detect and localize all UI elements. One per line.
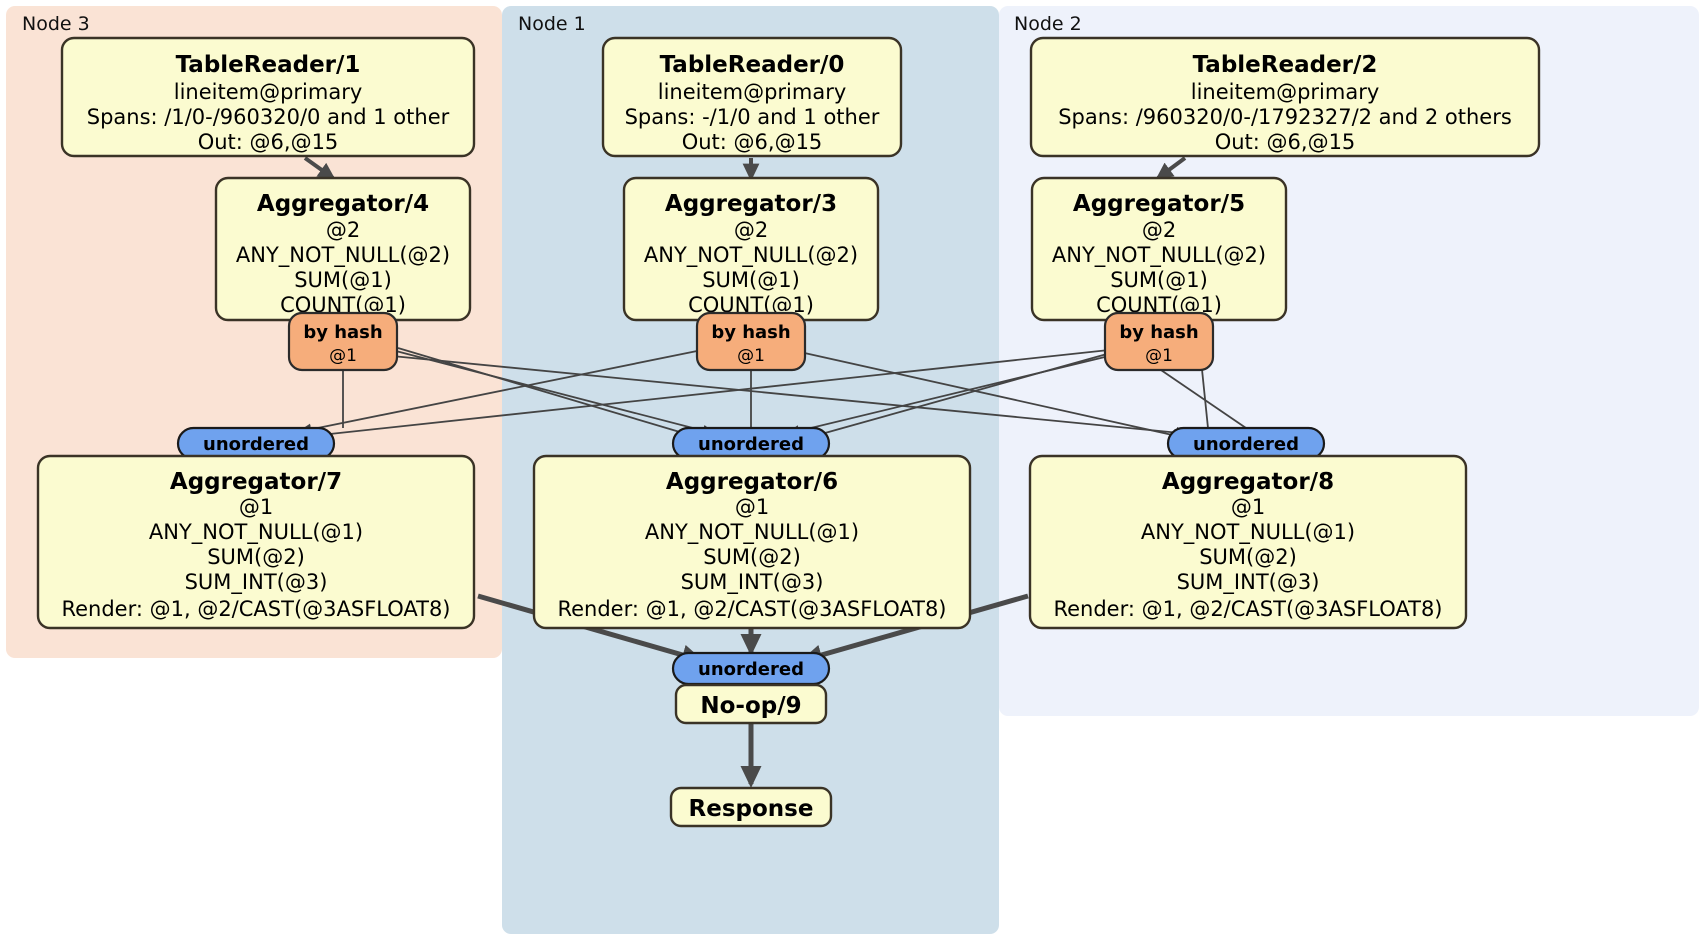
- node-aggregator6-line-3: SUM_INT(@3): [681, 570, 824, 595]
- node-aggregator6-title: Aggregator/6: [666, 469, 838, 495]
- badge-hash4-rect[interactable]: [287, 311, 399, 372]
- node-tablereader1-line-2: Out: @6,@15: [198, 130, 339, 154]
- panel-node3-label: Node 3: [22, 13, 90, 35]
- node-aggregator5[interactable]: Aggregator/5 @2 ANY_NOT_NULL(@2) SUM(@1)…: [1030, 176, 1288, 322]
- badge-unordered-6-label: unordered: [698, 434, 804, 455]
- badge-hash3-rect[interactable]: [695, 311, 807, 372]
- node-tablereader0-title: TableReader/0: [660, 52, 845, 78]
- node-aggregator6-line-1: ANY_NOT_NULL(@1): [645, 520, 859, 545]
- badge-hash3-label: by hash: [711, 322, 790, 343]
- node-tablereader1-line-0: lineitem@primary: [174, 80, 363, 104]
- node-aggregator8-rect[interactable]: [1028, 454, 1468, 630]
- node-aggregator4[interactable]: Aggregator/4 @2 ANY_NOT_NULL(@2) SUM(@1)…: [214, 176, 472, 322]
- node-aggregator5-line-2: SUM(@1): [1110, 268, 1208, 292]
- node-tablereader1-title: TableReader/1: [176, 52, 361, 78]
- node-aggregator6-line-2: SUM(@2): [703, 545, 801, 569]
- badge-unordered-7[interactable]: unordered: [176, 426, 336, 461]
- node-aggregator5-line-1: ANY_NOT_NULL(@2): [1052, 243, 1266, 268]
- node-aggregator6-line-4: Render: @1, @2/CAST(@3ASFLOAT8): [557, 597, 946, 621]
- node-aggregator5-line-0: @2: [1142, 218, 1176, 242]
- badge-hash4-sub: @1: [329, 346, 357, 366]
- edge-tablereader2-aggregator5: [1155, 156, 1187, 180]
- badge-hash5-rect[interactable]: [1103, 311, 1215, 372]
- node-tablereader2-line-0: lineitem@primary: [1191, 80, 1380, 104]
- badge-hash4-label: by hash: [303, 322, 382, 343]
- node-aggregator6-rect[interactable]: [532, 454, 972, 630]
- node-aggregator7-rect[interactable]: [36, 454, 476, 630]
- node-aggregator8-title: Aggregator/8: [1162, 469, 1334, 495]
- node-tablereader2-title: TableReader/2: [1193, 52, 1378, 78]
- badge-hash3[interactable]: by hash @1: [695, 311, 807, 372]
- edge-group-hash-to-unordered: [297, 347, 1247, 442]
- node-aggregator7-line-2: SUM(@2): [207, 545, 305, 569]
- badge-unordered-6[interactable]: unordered: [671, 426, 831, 461]
- node-tablereader0-line-1: Spans: -/1/0 and 1 other: [625, 105, 880, 129]
- node-tablereader1-line-1: Spans: /1/0-/960320/0 and 1 other: [87, 105, 450, 129]
- node-aggregator3-title: Aggregator/3: [665, 191, 837, 217]
- node-response-title: Response: [689, 796, 814, 822]
- badge-hash3-sub: @1: [737, 346, 765, 366]
- edge-mesh-c: [799, 351, 1115, 441]
- node-aggregator4-line-1: ANY_NOT_NULL(@2): [236, 243, 450, 268]
- badge-unordered-7-label: unordered: [203, 434, 309, 455]
- node-aggregator7-line-4: Render: @1, @2/CAST(@3ASFLOAT8): [61, 597, 450, 621]
- node-aggregator8-line-0: @1: [1231, 495, 1265, 519]
- node-aggregator7-title: Aggregator/7: [170, 469, 342, 495]
- node-noop9-rect[interactable]: [674, 683, 828, 725]
- edge-hash5-unord7: [301, 349, 1110, 442]
- node-noop9[interactable]: No-op/9: [674, 683, 828, 725]
- node-aggregator6-line-0: @1: [735, 495, 769, 519]
- badge-hash5-sub: @1: [1145, 346, 1173, 366]
- node-aggregator3-line-0: @2: [734, 218, 768, 242]
- node-response-rect[interactable]: [669, 786, 833, 828]
- node-aggregator4-title: Aggregator/4: [257, 191, 429, 217]
- panel-node1-label: Node 1: [518, 13, 586, 35]
- node-tablereader1[interactable]: TableReader/1 lineitem@primary Spans: /1…: [60, 36, 476, 158]
- node-aggregator7[interactable]: Aggregator/7 @1 ANY_NOT_NULL(@1) SUM(@2)…: [36, 454, 476, 630]
- node-tablereader0-rect[interactable]: [601, 36, 903, 158]
- badge-unordered-8-label: unordered: [1193, 434, 1299, 455]
- node-tablereader2-line-2: Out: @6,@15: [1215, 130, 1356, 154]
- node-response[interactable]: Response: [669, 786, 833, 828]
- node-aggregator8[interactable]: Aggregator/8 @1 ANY_NOT_NULL(@1) SUM(@2)…: [1028, 454, 1468, 630]
- panel-node2-label: Node 2: [1014, 13, 1082, 35]
- node-aggregator8-line-4: Render: @1, @2/CAST(@3ASFLOAT8): [1053, 597, 1442, 621]
- badge-unordered-9-label: unordered: [698, 659, 804, 680]
- edge-hash4-unord6: [391, 349, 717, 437]
- node-tablereader2[interactable]: TableReader/2 lineitem@primary Spans: /9…: [1029, 36, 1541, 158]
- node-aggregator3-line-1: ANY_NOT_NULL(@2): [644, 243, 858, 268]
- node-aggregator5-title: Aggregator/5: [1073, 191, 1245, 217]
- node-aggregator3-line-2: SUM(@1): [702, 268, 800, 292]
- edge-hash5-unord8: [1157, 367, 1247, 429]
- node-tablereader0[interactable]: TableReader/0 lineitem@primary Spans: -/…: [601, 36, 903, 158]
- node-tablereader0-line-0: lineitem@primary: [658, 80, 847, 104]
- node-noop9-title: No-op/9: [700, 693, 801, 719]
- badge-hash4[interactable]: by hash @1: [287, 311, 399, 372]
- node-aggregator7-line-1: ANY_NOT_NULL(@1): [149, 520, 363, 545]
- edge-mesh-a: [397, 347, 701, 439]
- node-tablereader2-line-1: Spans: /960320/0-/1792327/2 and 2 others: [1058, 105, 1512, 129]
- node-aggregator7-line-0: @1: [239, 495, 273, 519]
- badge-hash5-label: by hash: [1119, 322, 1198, 343]
- edge-mesh-b: [799, 351, 1187, 441]
- badge-unordered-9[interactable]: unordered: [671, 651, 831, 686]
- node-tablereader0-line-2: Out: @6,@15: [682, 130, 823, 154]
- node-tablereader1-rect[interactable]: [60, 36, 476, 158]
- node-aggregator8-line-2: SUM(@2): [1199, 545, 1297, 569]
- edge-hash3-unord7: [297, 349, 703, 435]
- badge-hash5[interactable]: by hash @1: [1103, 311, 1215, 372]
- edge-hash4-unord8: [391, 355, 1191, 439]
- node-aggregator4-line-2: SUM(@1): [294, 268, 392, 292]
- node-aggregator8-line-3: SUM_INT(@3): [1177, 570, 1320, 595]
- node-aggregator4-line-0: @2: [326, 218, 360, 242]
- badge-unordered-8[interactable]: unordered: [1166, 426, 1326, 461]
- node-aggregator3[interactable]: Aggregator/3 @2 ANY_NOT_NULL(@2) SUM(@1)…: [622, 176, 880, 322]
- node-aggregator8-line-1: ANY_NOT_NULL(@1): [1141, 520, 1355, 545]
- node-aggregator6[interactable]: Aggregator/6 @1 ANY_NOT_NULL(@1) SUM(@2)…: [532, 454, 972, 630]
- node-tablereader2-rect[interactable]: [1029, 36, 1541, 158]
- node-aggregator7-line-3: SUM_INT(@3): [185, 570, 328, 595]
- edge-tablereader1-aggregator4: [303, 156, 336, 180]
